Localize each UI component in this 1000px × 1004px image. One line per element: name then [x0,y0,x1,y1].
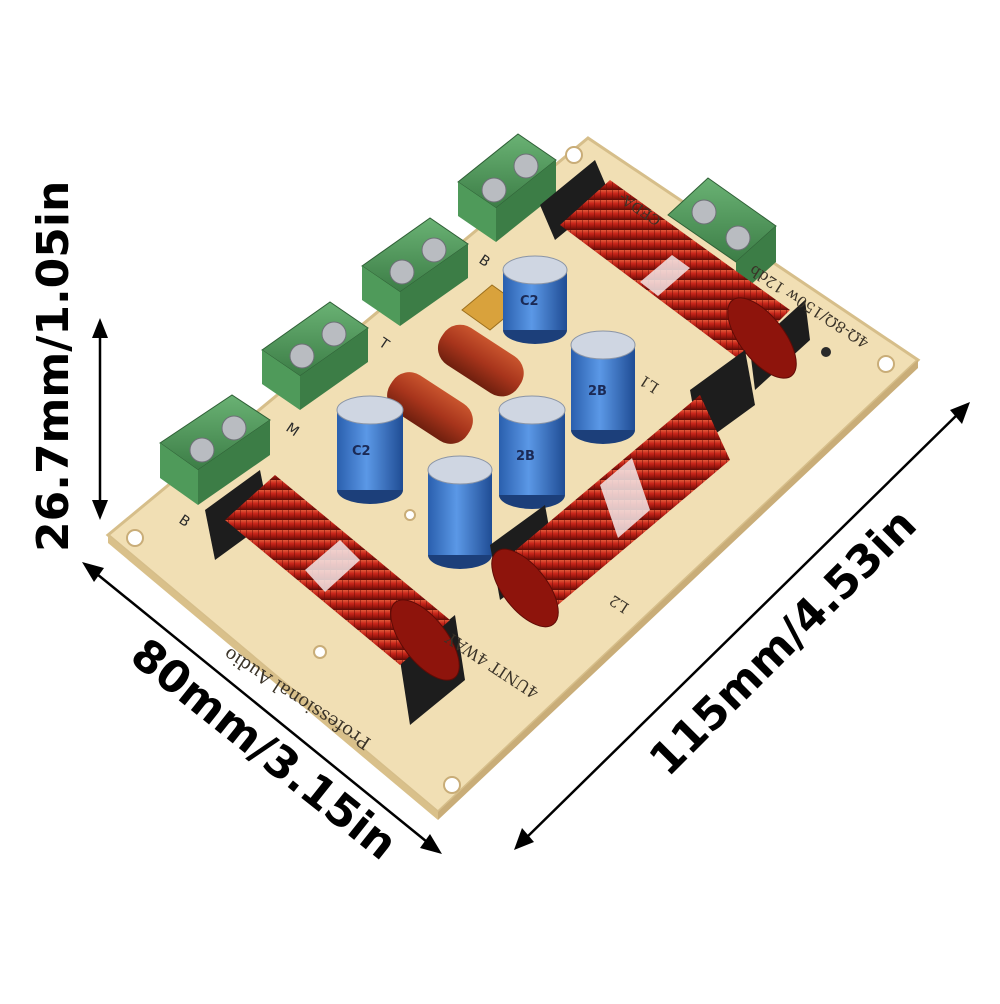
terminal-block-1 [159,394,271,505]
capacitor-2: 2B [570,330,636,444]
svg-text:2B: 2B [588,384,607,399]
terminal-block-2 [261,301,369,410]
svg-text:C2: C2 [520,294,539,309]
capacitor-4: 2B [498,395,566,509]
width-dimension-arrow [82,562,442,854]
capacitor-3: C2 [336,395,404,504]
svg-text:2B: 2B [516,449,535,464]
terminal-block-3 [361,217,469,326]
height-dimension-label: 26.7mm/1.05in [28,181,79,552]
terminal-block-4 [457,133,557,242]
film-capacitor-2 [387,372,473,444]
film-capacitor-1 [437,324,524,397]
capacitor-1: C2 [502,255,568,344]
inductor-coil-middle [490,350,755,628]
svg-text:C2: C2 [352,444,371,459]
inductor-coil-top [540,160,810,390]
inductor-coil-bottom [205,470,465,725]
length-dimension-arrow [514,402,970,850]
height-dimension-arrow [92,318,108,520]
mounting-holes [126,146,895,794]
capacitor-5 [427,455,493,569]
